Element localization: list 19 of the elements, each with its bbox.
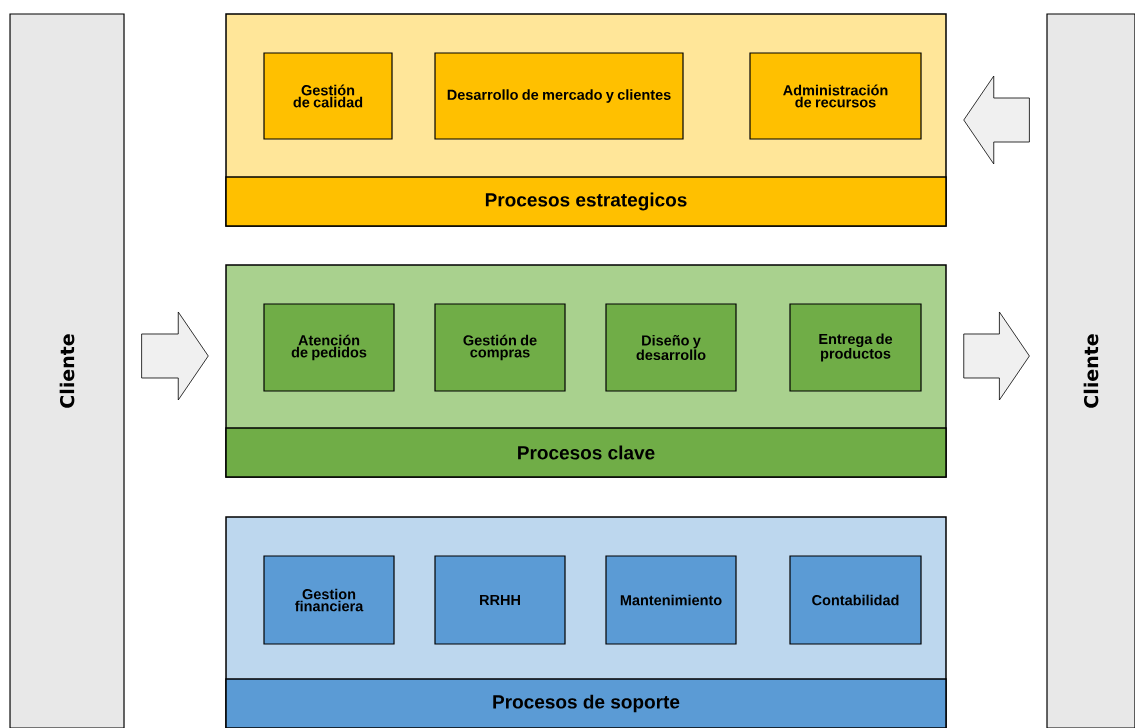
process-box: Gestión de compras xyxy=(434,303,566,392)
client-bar: Cliente xyxy=(1046,13,1135,728)
process-box: Desarrollo de mercado y clientes xyxy=(434,52,684,140)
process-box: Administración de recursos xyxy=(749,52,922,140)
client-bar: Cliente xyxy=(9,13,125,728)
process-box: Mantenimiento xyxy=(605,555,737,645)
process-box: Atención de pedidos xyxy=(263,303,395,392)
panel-title-bar: Procesos estrategicos xyxy=(225,176,947,227)
process-box: Contabilidad xyxy=(789,555,922,645)
process-box: Diseño y desarrollo xyxy=(605,303,737,392)
block-arrow xyxy=(963,311,1030,401)
process-box: Entrega de productos xyxy=(789,303,922,392)
panel-title-bar: Procesos de soporte xyxy=(225,678,947,728)
process-box: Gestion financiera xyxy=(263,555,395,645)
block-arrow xyxy=(141,311,209,401)
block-arrow xyxy=(963,75,1030,165)
panel-title-bar: Procesos clave xyxy=(225,427,947,478)
process-box: RRHH xyxy=(434,555,566,645)
process-box: Gestión de calidad xyxy=(263,52,393,140)
